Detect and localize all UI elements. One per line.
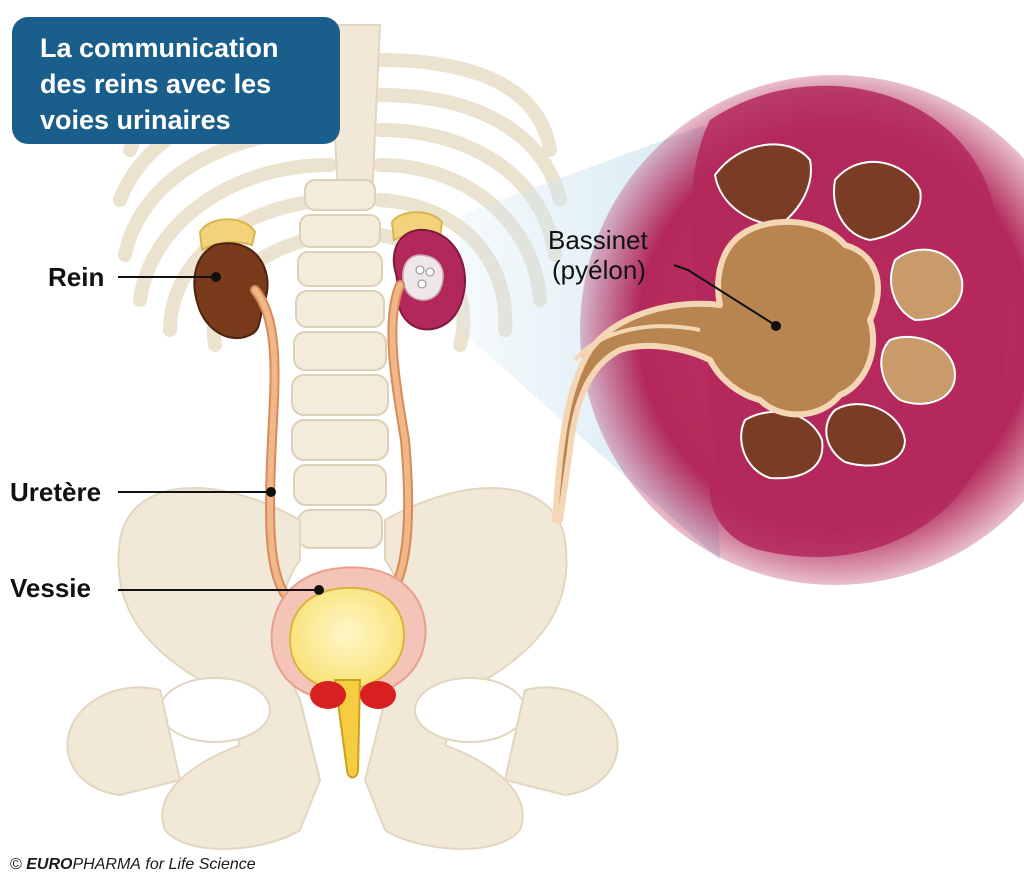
right-kidney [390,211,466,331]
bladder [270,566,427,779]
label-uretere: Uretère [10,477,102,507]
copyright-credit: © EUROPHARMA for Life Science [10,855,256,875]
title-line-1: La communication [40,33,279,63]
title-line-2: des reins avec les [40,69,272,99]
zoomed-kidney [552,75,1024,585]
spine [291,179,389,549]
label-bassinet: Bassinet [548,225,648,255]
title-line-3: voies urinaires [40,105,231,135]
label-vessie: Vessie [10,573,91,603]
prostate-right [360,681,396,709]
brand-pharma: PHARMA [72,856,141,873]
left-kidney [193,218,269,340]
title-box: La communication des reins avec les voie… [12,17,340,144]
copyright-symbol: © [10,856,22,873]
leader-lines [118,264,781,595]
pelvis [117,486,568,850]
label-rein: Rein [48,262,105,292]
brand-euro: EURO [26,856,73,873]
prostate-left [310,681,346,709]
brand-tagline: for Life Science [145,856,256,873]
renal-pelvis [552,218,881,523]
ureters [250,280,414,605]
pyramids [713,143,964,480]
label-pyelon: (pyélon) [552,255,646,285]
femur-heads [66,686,619,797]
